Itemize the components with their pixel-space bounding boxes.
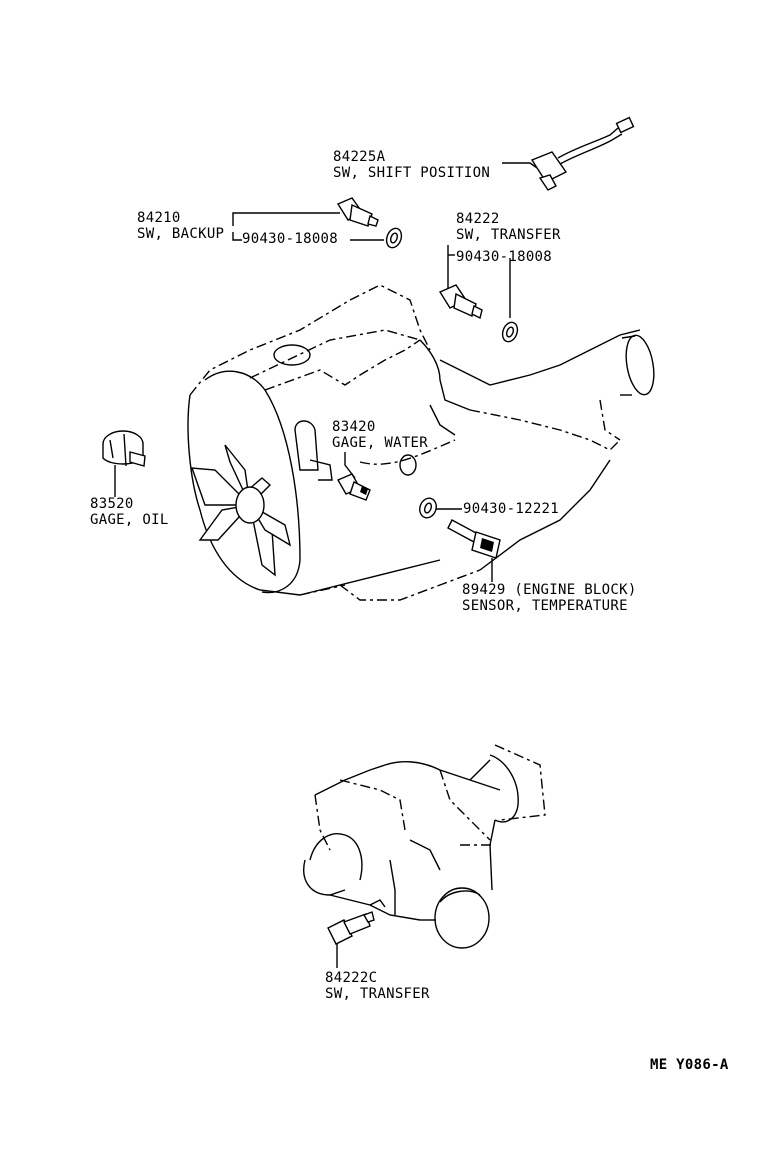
transfer-c-part-number: 84222C [325, 970, 378, 986]
transfer-part-name: SW, TRANSFER [456, 227, 561, 243]
water-gage-part-name: GAGE, WATER [332, 435, 429, 451]
shift-position-part-number: 84225A [333, 149, 386, 165]
oil-gage-part-number: 83520 [90, 496, 134, 512]
temp-sensor-part-number: 89429 (ENGINE BLOCK) [462, 582, 637, 598]
water-gage-part-number: 83420 [332, 419, 376, 435]
temp-sensor-part-name: SENSOR, TEMPERATURE [462, 598, 628, 614]
oil-gage-icon [102, 430, 146, 497]
backup-part-number: 84210 [137, 210, 181, 226]
transfer-case-assembly [303, 744, 546, 949]
figure-code: ME Y086-A [650, 1057, 729, 1073]
backup-gasket-number: 90430-18008 [242, 231, 339, 247]
backup-switch-icon [232, 197, 403, 249]
temperature-sensor-icon [419, 497, 501, 582]
shift-position-switch-icon [502, 116, 635, 191]
engine-transmission-assembly [187, 284, 655, 601]
transfer-gasket-number: 90430-18008 [456, 249, 553, 265]
transfer-c-part-name: SW, TRANSFER [325, 986, 430, 1002]
shift-position-part-name: SW, SHIFT POSITION [333, 165, 491, 181]
transfer-switch-c-icon [327, 899, 386, 968]
temp-sensor-gasket-number: 90430-12221 [463, 501, 560, 517]
backup-part-name: SW, BACKUP [137, 226, 225, 242]
water-gage-icon [337, 452, 371, 501]
transfer-switch-icon [438, 245, 519, 343]
transfer-part-number: 84222 [456, 211, 500, 227]
oil-gage-part-name: GAGE, OIL [90, 512, 169, 528]
